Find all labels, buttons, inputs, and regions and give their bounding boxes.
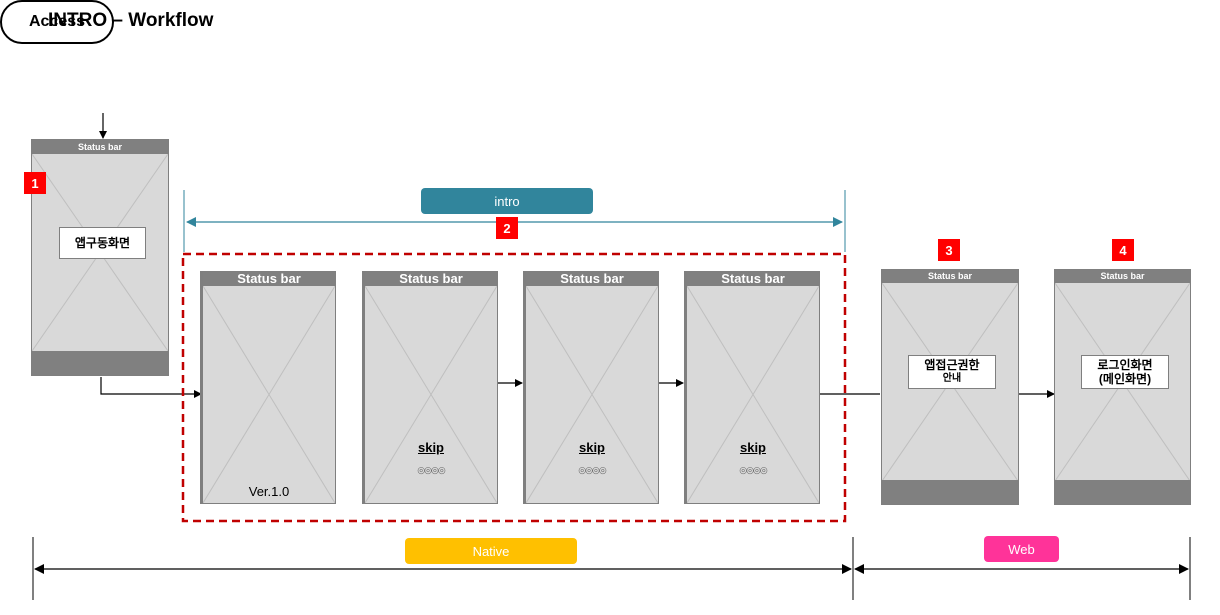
intro-screen-version: Status bar Ver.1.0: [200, 271, 336, 504]
skip-link[interactable]: skip: [578, 440, 605, 455]
native-label-pill: Native: [405, 538, 577, 564]
intro-screen-2: Status bar skip ◎◎◎◎: [362, 271, 498, 504]
arrow-screen1-to-intro: [100, 377, 202, 398]
skip-link[interactable]: skip: [739, 440, 766, 455]
status-bar: Status bar: [687, 272, 819, 286]
screen3-label-line1: 앱접근권한: [924, 358, 980, 372]
page-indicator[interactable]: ◎◎◎◎: [417, 465, 445, 475]
step-badge-1: 1: [24, 172, 46, 194]
bottom-bar: [882, 480, 1018, 504]
skip-link[interactable]: skip: [417, 440, 444, 455]
screen4-label-line1: 로그인화면: [1097, 358, 1153, 372]
screen1-label: 앱구동화면: [74, 236, 131, 250]
status-bar: Status bar: [1055, 270, 1190, 283]
screen4-label-line2: (메인화면): [1098, 372, 1152, 386]
intro-label-pill: intro: [421, 188, 593, 214]
screen4-label-box: 로그인화면 (메인화면): [1081, 355, 1169, 389]
placeholder-cross: [687, 286, 819, 503]
status-bar: Status bar: [32, 140, 168, 154]
screen1-label-box: 앱구동화면: [59, 227, 146, 259]
web-label-pill: Web: [984, 536, 1059, 562]
intro-screen-3: Status bar skip ◎◎◎◎: [523, 271, 659, 504]
native-intro-group: [181, 252, 847, 523]
placeholder-cross: [203, 286, 335, 503]
access-start-node: Access: [0, 0, 114, 44]
placeholder-cross: [365, 286, 497, 503]
screen3-label-box: 앱접근권한 안내: [908, 355, 996, 389]
screen3-label-line2: 안내: [942, 373, 962, 384]
page-title: INTRO – Workflow: [48, 10, 214, 31]
status-bar: Status bar: [365, 272, 497, 286]
page-indicator[interactable]: ◎◎◎◎: [739, 465, 767, 475]
placeholder-cross: [526, 286, 658, 503]
page-indicator[interactable]: ◎◎◎◎: [578, 465, 606, 475]
step-badge-3: 3: [938, 239, 960, 261]
step-badge-4: 4: [1112, 239, 1134, 261]
status-bar: Status bar: [882, 270, 1018, 283]
intro-screen-4: Status bar skip ◎◎◎◎: [684, 271, 820, 504]
bottom-bar: [32, 351, 168, 375]
bottom-bar: [1055, 480, 1190, 504]
status-bar: Status bar: [203, 272, 335, 286]
step-badge-2: 2: [496, 217, 518, 239]
version-text: Ver.1.0: [248, 484, 290, 499]
status-bar: Status bar: [526, 272, 658, 286]
